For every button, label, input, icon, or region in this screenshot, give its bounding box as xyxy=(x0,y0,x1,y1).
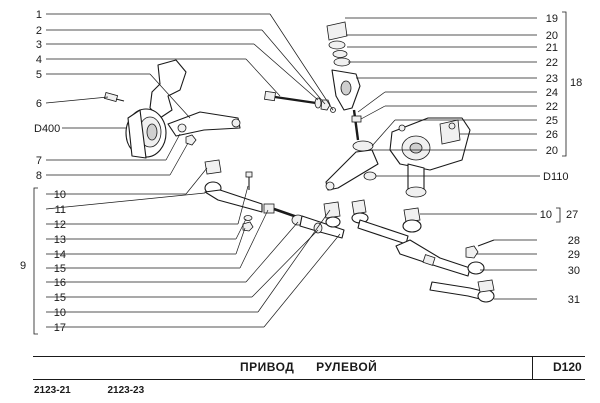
callout-label: 22 xyxy=(546,57,558,69)
steering-arm xyxy=(167,111,241,137)
callout-label: 31 xyxy=(568,294,580,306)
callout-label: 3 xyxy=(36,39,42,51)
callout-label: 5 xyxy=(36,69,42,81)
left-callout-labels: 1 2 3 4 5 6 7 8 10 11 12 13 14 15 16 15 … xyxy=(20,9,66,334)
center-tie-rod-group xyxy=(351,199,495,303)
callout-label: 10 xyxy=(540,209,552,221)
callout-label: 30 xyxy=(568,265,580,277)
callout-label: 29 xyxy=(568,249,580,261)
callout-label: 6 xyxy=(36,98,42,110)
page-code: D120 xyxy=(553,360,582,374)
callout-label: 2 xyxy=(36,25,42,37)
callout-label: 15 xyxy=(54,292,66,304)
title-divider xyxy=(532,357,533,379)
callout-label: 24 xyxy=(546,87,558,99)
group-brackets xyxy=(33,11,567,335)
callout-label: 12 xyxy=(54,219,66,231)
model-code: 2123-21 xyxy=(34,385,71,396)
callout-label: 15 xyxy=(54,263,66,275)
callout-label: 21 xyxy=(546,42,558,54)
title-block: ПРИВОД РУЛЕВОЙ D120 xyxy=(33,356,585,380)
callout-label: 7 xyxy=(36,155,42,167)
callout-label: 20 xyxy=(546,145,558,157)
callout-label: 20 xyxy=(546,30,558,42)
callout-label: 10 xyxy=(54,307,66,319)
group-label-pitman: 18 xyxy=(570,77,582,89)
leader-lines xyxy=(45,13,540,328)
callout-label: 28 xyxy=(568,235,580,247)
callout-label: 16 xyxy=(54,277,66,289)
steering-knuckle xyxy=(125,59,187,159)
pitman-arm-assembly xyxy=(325,21,379,191)
group-label-left: 9 xyxy=(20,260,26,272)
model-list: 2123-21 2123-23 xyxy=(34,385,178,396)
group-label-rod: 27 xyxy=(566,209,578,221)
right-callout-labels: 19 20 21 22 23 24 22 25 26 20 10 28 29 3… xyxy=(540,13,583,306)
callout-label: 17 xyxy=(54,322,66,334)
model-code: 2123-23 xyxy=(107,385,145,396)
callout-label: 11 xyxy=(55,204,66,216)
callout-label: 14 xyxy=(54,249,66,261)
callout-label: 13 xyxy=(54,234,66,246)
callout-label: 10 xyxy=(54,189,66,201)
callout-label: 4 xyxy=(36,54,42,66)
left-tie-rod-group xyxy=(204,159,345,239)
callout-label: 25 xyxy=(546,115,558,127)
callout-label: 26 xyxy=(546,129,558,141)
knuckle-bolt xyxy=(103,92,125,102)
long-bolt xyxy=(264,90,336,113)
callout-label: 19 xyxy=(546,13,558,25)
steering-gearbox xyxy=(389,117,471,198)
page-title: ПРИВОД РУЛЕВОЙ xyxy=(240,360,378,374)
callout-label: 23 xyxy=(546,73,558,85)
callout-label: 1 xyxy=(36,9,42,21)
arm-nut xyxy=(185,134,197,146)
subassembly-label-knuckle: D400 xyxy=(34,123,60,135)
callout-label: 8 xyxy=(36,170,42,182)
callout-label: 22 xyxy=(546,101,558,113)
subassembly-label-gearbox: D110 xyxy=(543,171,568,183)
